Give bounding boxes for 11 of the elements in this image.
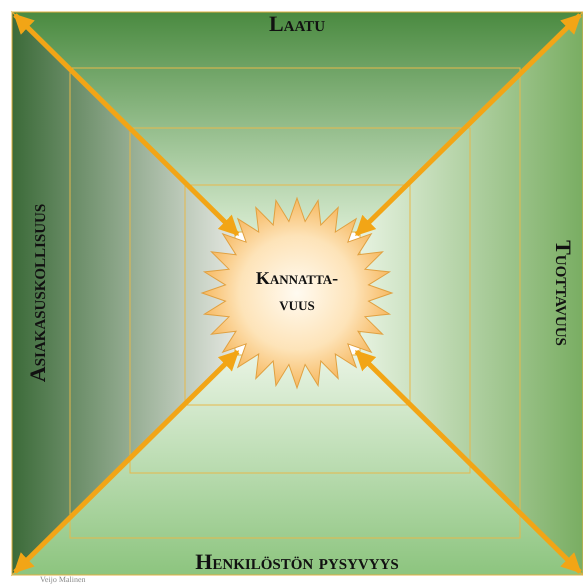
panel-title: Laatu xyxy=(268,11,326,37)
starburst xyxy=(200,196,394,390)
double-arrow xyxy=(354,350,582,574)
double-arrow xyxy=(13,13,240,236)
panel-title: Henkilöstön pysyvyys xyxy=(195,549,399,575)
double-arrow xyxy=(13,350,240,574)
double-arrow xyxy=(354,13,582,236)
panel-title: Asiakasuskollisuus xyxy=(25,204,51,382)
panel-title: Tuottavuus xyxy=(550,240,576,346)
author-credit: Veijo Malinen xyxy=(40,575,86,584)
center-title: Kannatta- vuus xyxy=(254,267,340,316)
